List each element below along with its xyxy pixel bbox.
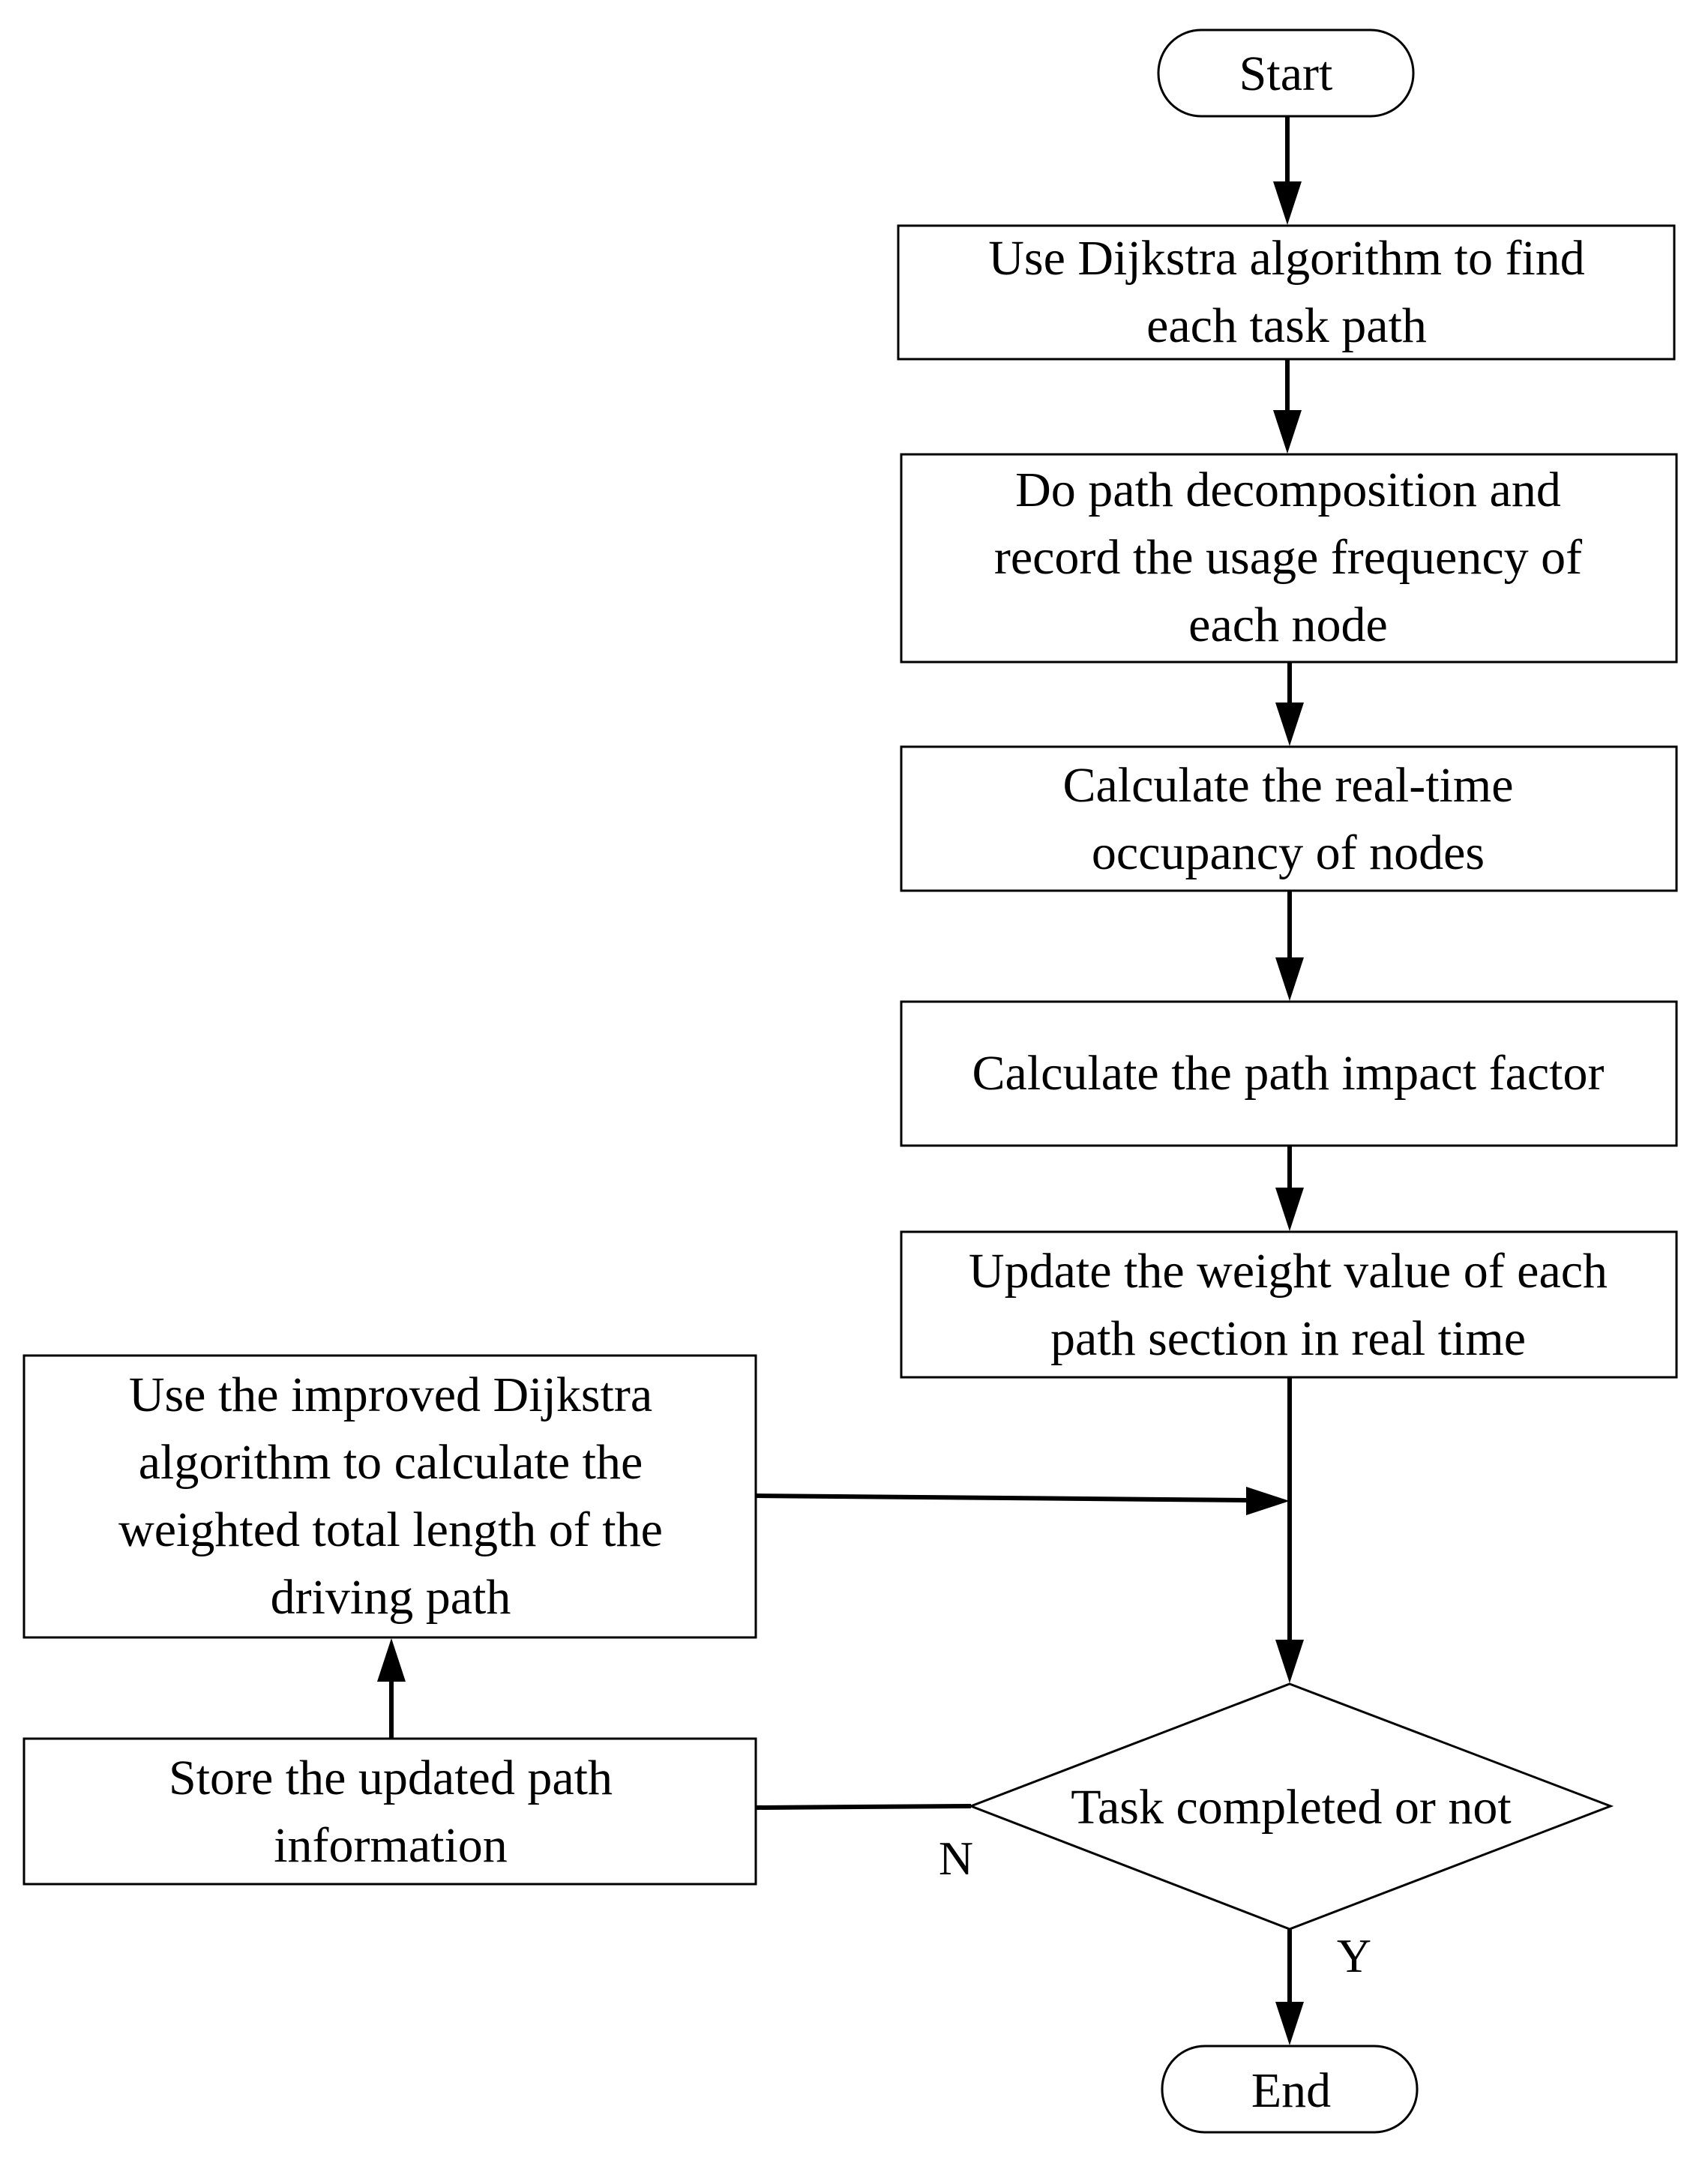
- process-label-line: path section in real time: [1050, 1311, 1526, 1366]
- process-label-line: Calculate the real-time: [1062, 758, 1513, 813]
- process-label-line: algorithm to calculate the: [139, 1435, 643, 1490]
- arrowhead: [1273, 181, 1302, 225]
- process-label-line: weighted total length of the: [118, 1502, 663, 1557]
- process-label-line: Calculate the path impact factor: [972, 1046, 1605, 1101]
- process-label-line: Store the updated path: [169, 1751, 613, 1805]
- arrowhead: [1275, 703, 1304, 746]
- process-store-path-info: Store the updated path information: [22, 1737, 757, 1886]
- start-label: Start: [1239, 46, 1333, 101]
- arrowhead: [1246, 1487, 1290, 1515]
- process-label-line: each task path: [1146, 298, 1427, 353]
- decision-task-completed: Task completed or not: [967, 1682, 1614, 1931]
- process-update-weights: Update the weight value of each path sec…: [900, 1230, 1678, 1379]
- edge-label-no: N: [939, 1832, 973, 1885]
- edge-improved-dijkstra-to-main: [755, 1493, 1249, 1502]
- process-real-time-occupancy: Calculate the real-time occupancy of nod…: [900, 745, 1678, 892]
- end-terminator: End: [1161, 2045, 1419, 2134]
- arrowhead: [1275, 957, 1304, 1001]
- process-path-impact-factor: Calculate the path impact factor: [900, 1000, 1678, 1147]
- edge-label-yes: Y: [1337, 1929, 1371, 1982]
- process-path-decomposition: Do path decomposition and record the usa…: [900, 453, 1678, 664]
- end-label: End: [1251, 2063, 1331, 2118]
- edge-decision-no-to-store: [755, 1804, 972, 1810]
- process-label-line: each node: [1188, 598, 1388, 652]
- process-find-task-paths: Use Dijkstra algorithm to find each task…: [897, 224, 1676, 361]
- arrowhead: [1275, 2002, 1304, 2045]
- arrowhead: [1275, 1188, 1304, 1231]
- connectors: [377, 116, 1304, 2045]
- process-label-line: Use the improved Dijkstra: [129, 1368, 652, 1422]
- process-label-line: driving path: [271, 1570, 511, 1625]
- process-label-line: Use Dijkstra algorithm to find: [988, 231, 1585, 286]
- decision-label: Task completed or not: [1071, 1780, 1511, 1835]
- arrowhead: [377, 1638, 406, 1682]
- process-label-line: Do path decomposition and: [1015, 463, 1561, 517]
- arrowhead: [1275, 1640, 1304, 1683]
- arrowhead: [1273, 410, 1302, 454]
- process-label-line: occupancy of nodes: [1092, 825, 1485, 880]
- process-label-line: information: [274, 1818, 508, 1873]
- start-terminator: Start: [1157, 28, 1415, 118]
- process-improved-dijkstra: Use the improved Dijkstra algorithm to c…: [22, 1354, 757, 1639]
- process-label-line: record the usage frequency of: [994, 530, 1582, 585]
- process-label-line: Update the weight value of each: [969, 1244, 1608, 1299]
